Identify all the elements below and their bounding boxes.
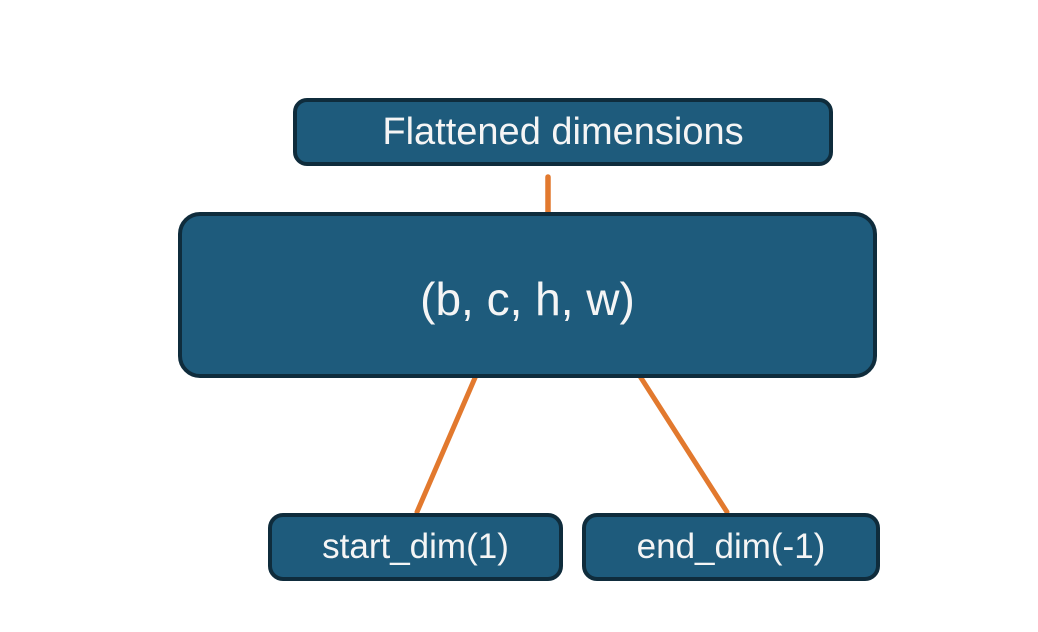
node-flattened-dimensions-label: Flattened dimensions <box>382 110 744 153</box>
node-flattened-dimensions: Flattened dimensions <box>293 98 833 166</box>
node-tensor-shape-label: (b, c, h, w) <box>420 273 635 325</box>
arrow-start-dim <box>414 337 493 515</box>
node-end-dim-label: end_dim(-1) <box>636 527 826 566</box>
arrow-end-dim <box>615 338 730 515</box>
node-start-dim: start_dim(1) <box>268 513 563 581</box>
node-tensor-shape: (b, c, h, w) <box>178 212 877 378</box>
node-end-dim: end_dim(-1) <box>582 513 880 581</box>
node-start-dim-label: start_dim(1) <box>322 527 509 566</box>
